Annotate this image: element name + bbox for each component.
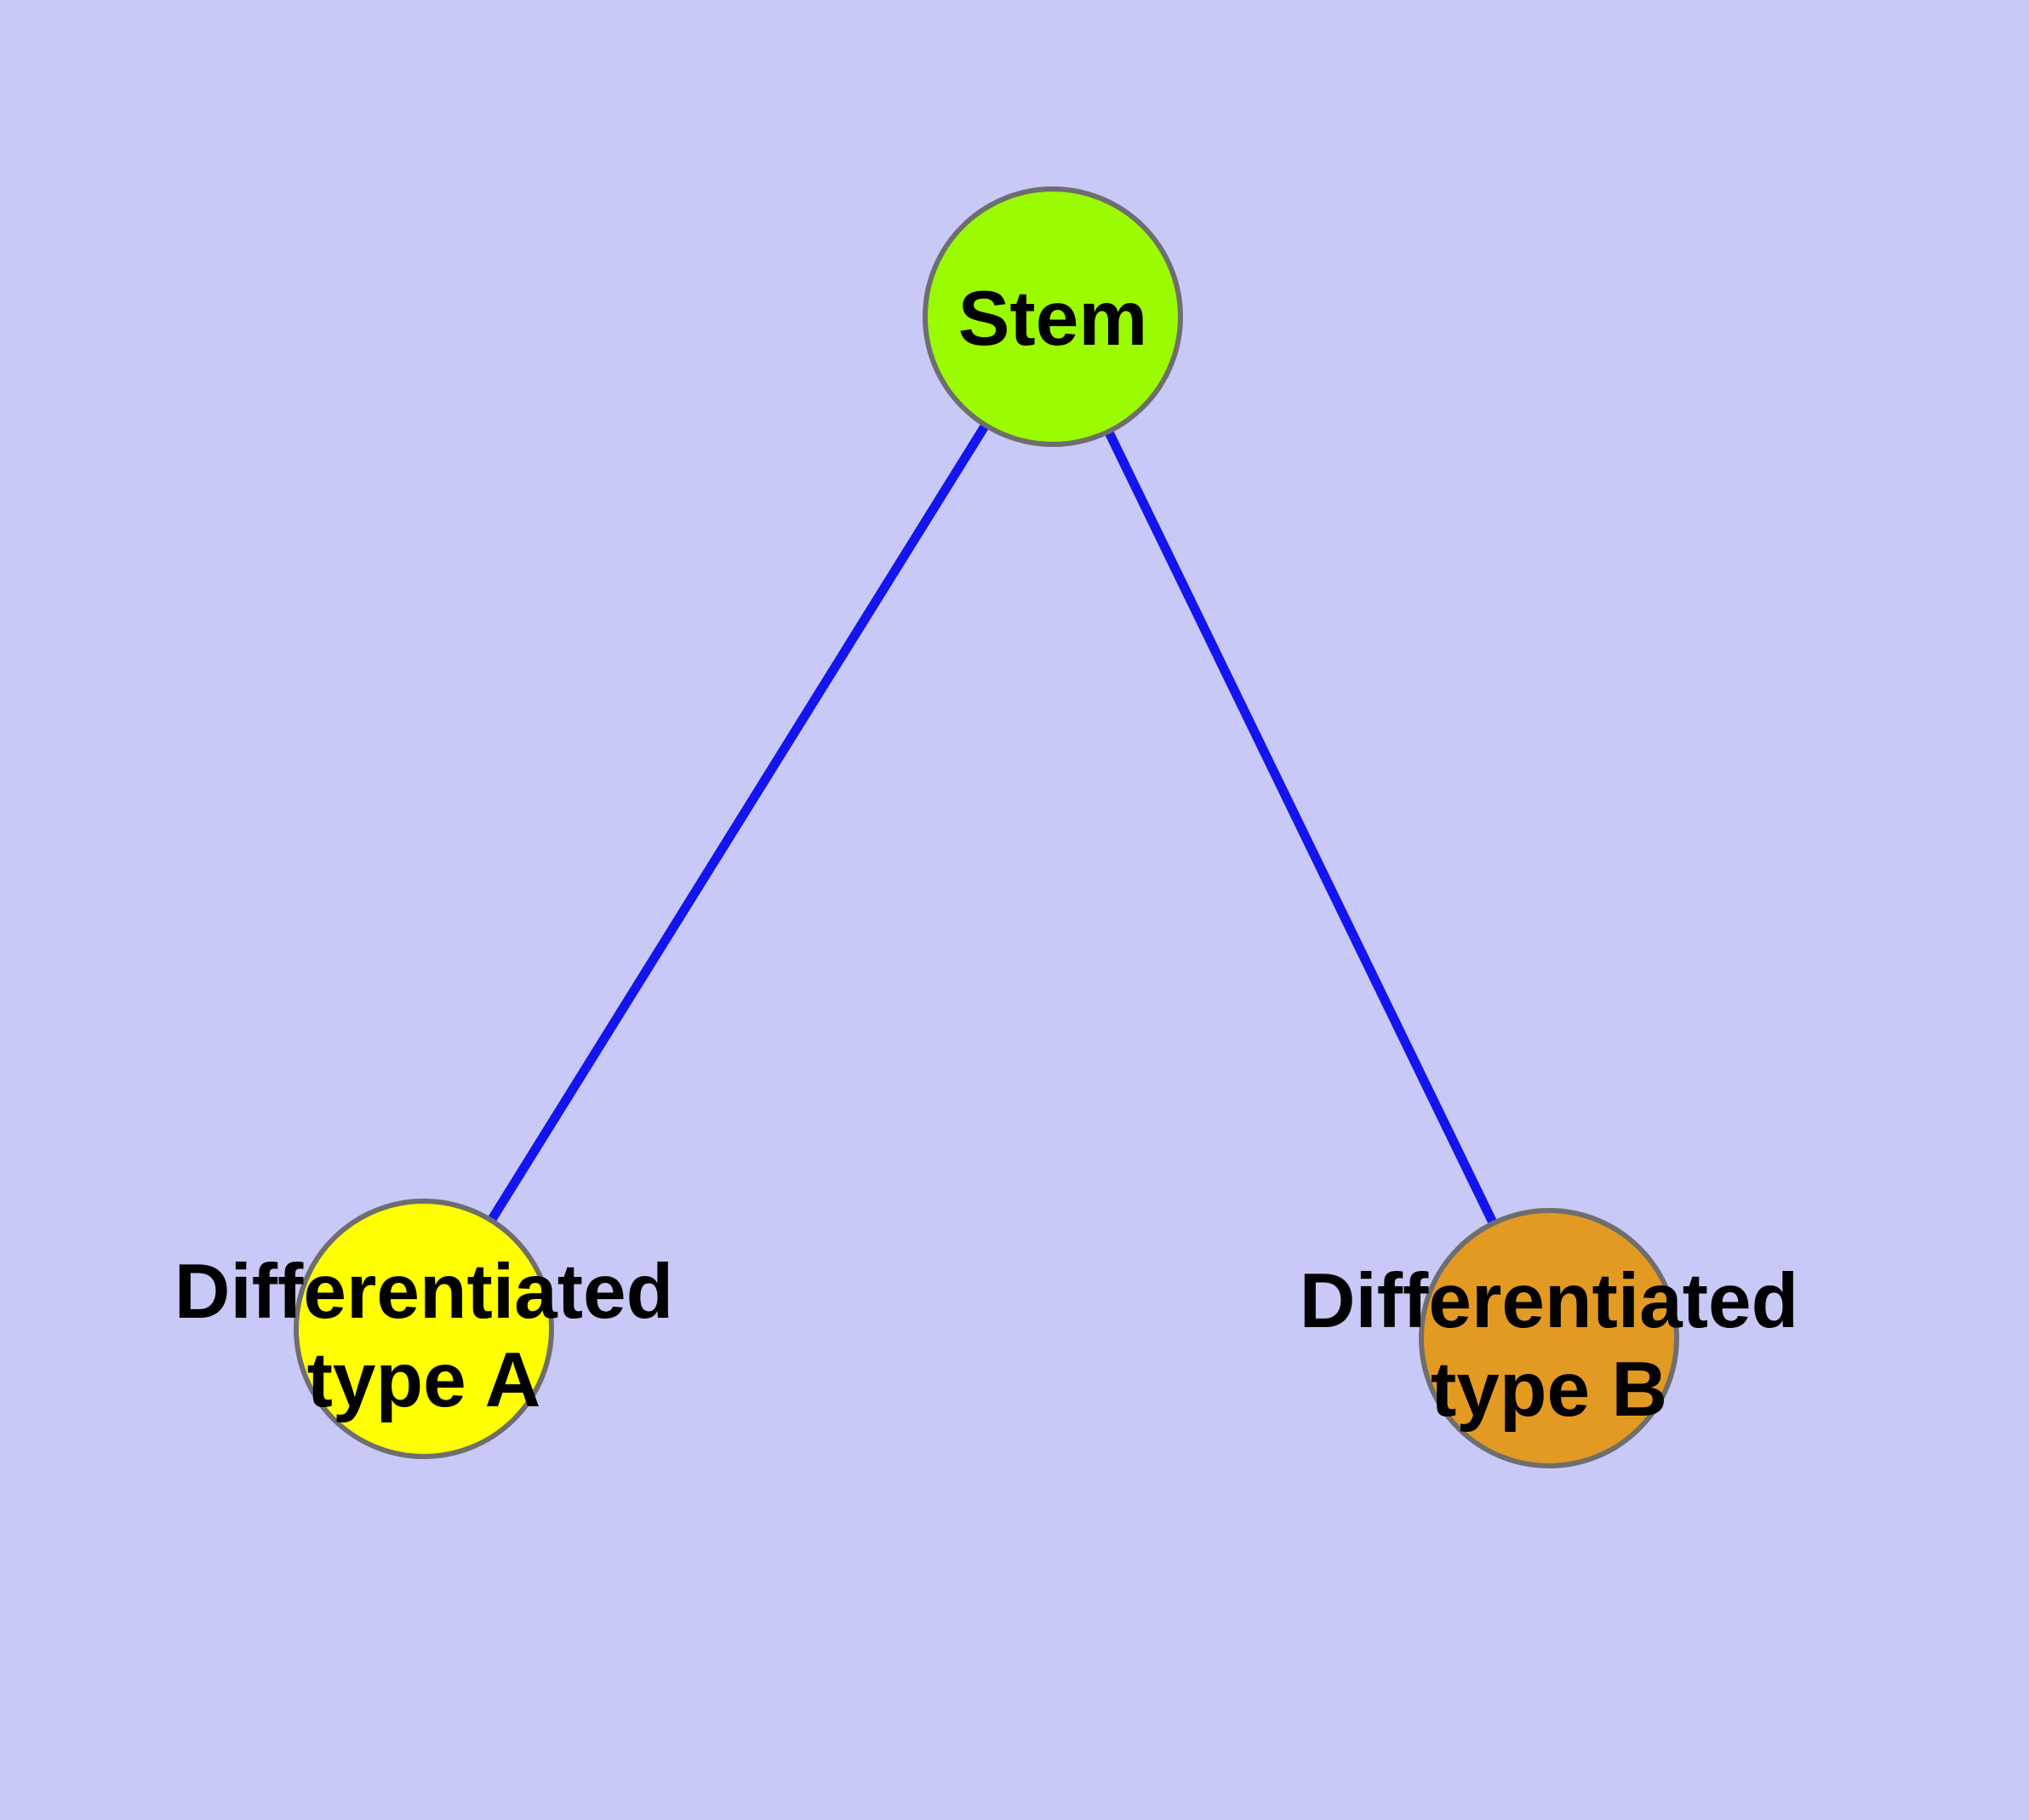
node-stem-label: Stem xyxy=(958,276,1148,362)
node-stem-circle xyxy=(923,186,1183,447)
node-differentiated-type-a-label-line2: type A xyxy=(307,1337,541,1423)
node-differentiated-type-b-label-line1: Differentiated xyxy=(1300,1258,1799,1344)
edge-stem-to-type-a xyxy=(420,314,1057,1331)
edge-stem-to-type-b xyxy=(1049,314,1553,1341)
node-differentiated-type-a-label: Differentiated type A xyxy=(174,1249,674,1423)
node-differentiated-type-b-circle xyxy=(1419,1208,1679,1468)
node-differentiated-type-b-label: Differentiated type B xyxy=(1300,1258,1799,1433)
node-differentiated-type-a-circle xyxy=(294,1199,554,1459)
node-differentiated-type-b-label-line2: type B xyxy=(1431,1347,1667,1433)
node-differentiated-type-a-label-line1: Differentiated xyxy=(174,1249,674,1335)
